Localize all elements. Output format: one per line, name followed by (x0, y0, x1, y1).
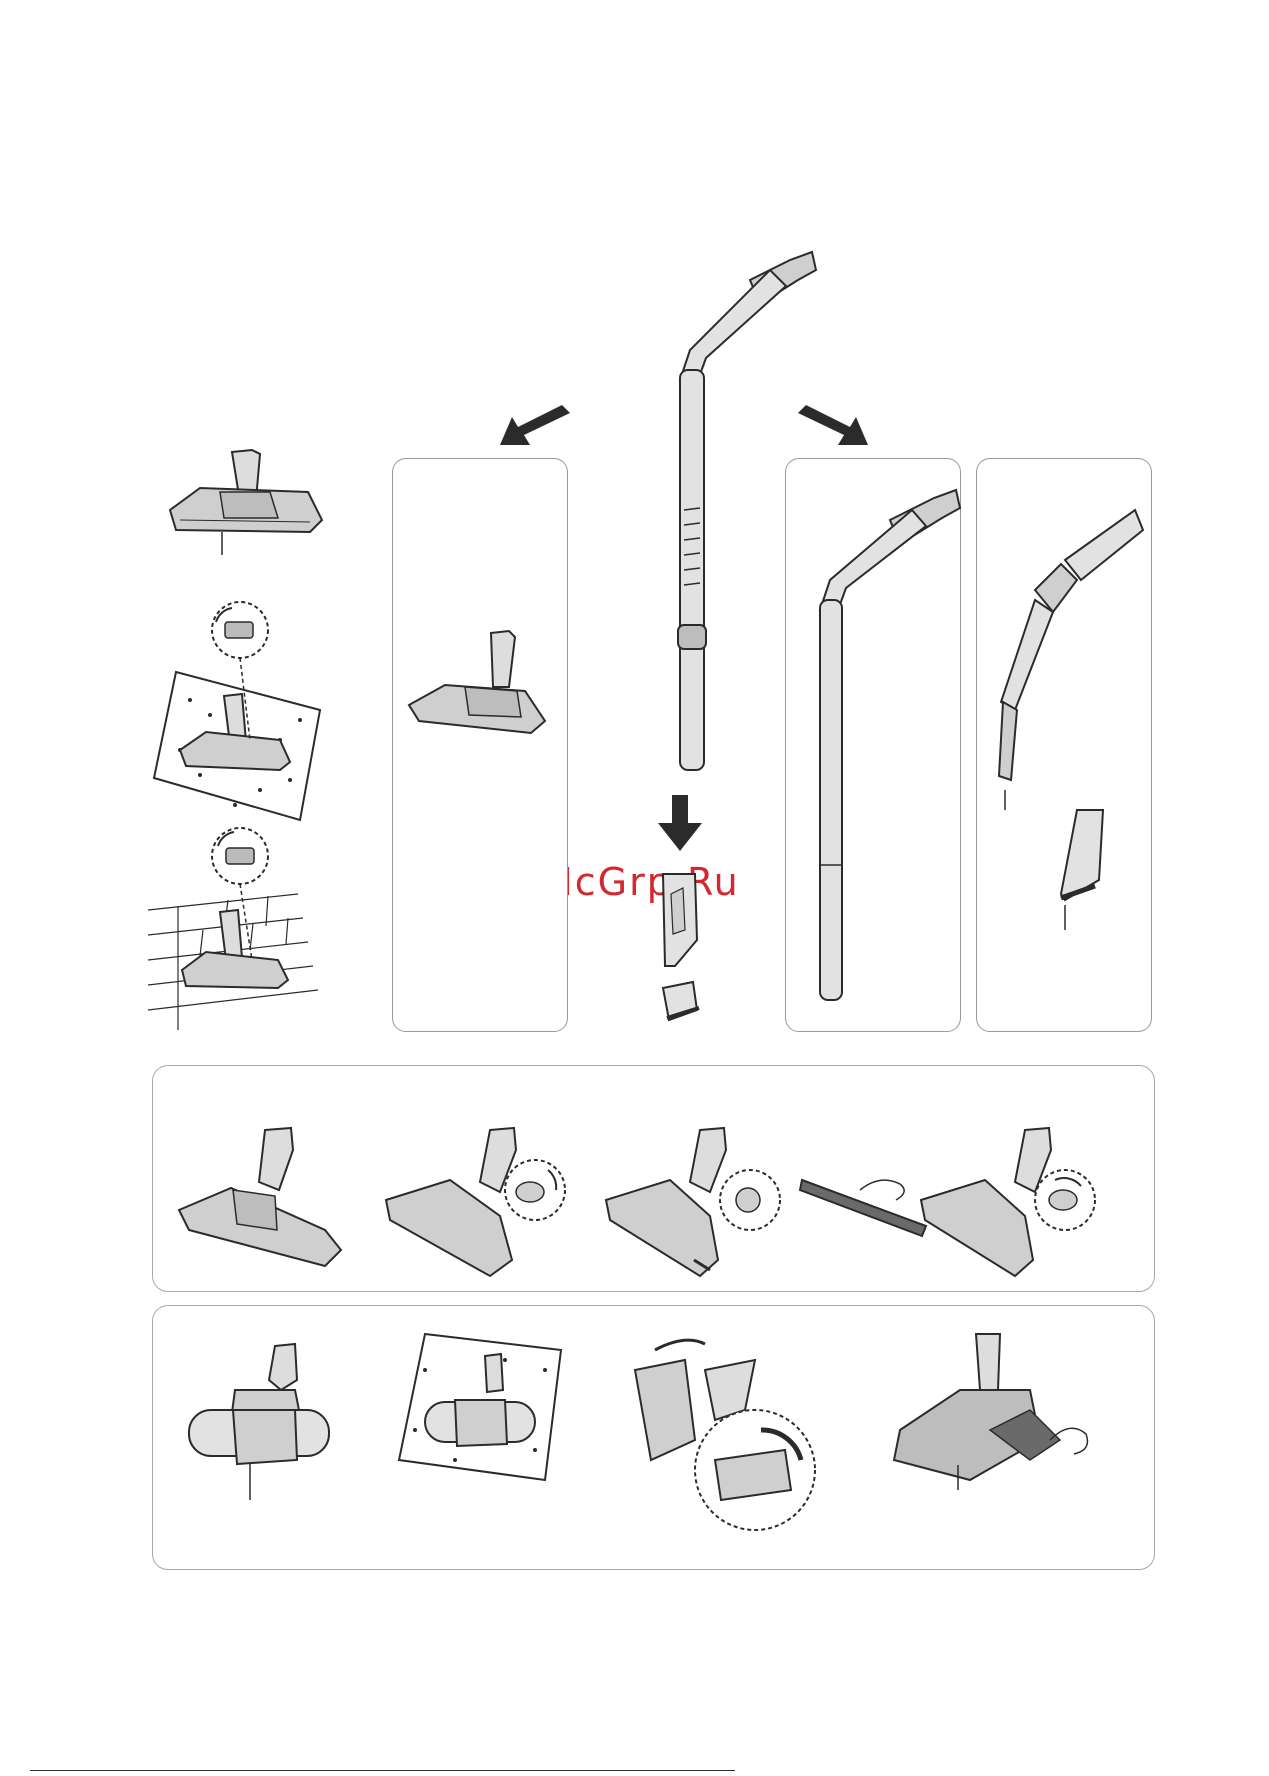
pipe-detail-icon (800, 480, 970, 1020)
turbo-brush-step-3-icon (600, 1120, 790, 1290)
turbo-brush-step-2-icon (380, 1120, 580, 1290)
mini-turbo-step-2-icon (395, 1330, 565, 1500)
turbo-brush-step-4-icon (915, 1120, 1105, 1290)
floor-nozzle-icon (160, 440, 340, 570)
mini-turbo-step-1-icon (185, 1340, 335, 1500)
down-arrow-icon (655, 795, 705, 855)
arrow-left-down-icon (500, 405, 580, 455)
footer-rule (30, 1770, 735, 1771)
dusting-brush-icon (985, 500, 1150, 970)
mini-turbo-step-4-icon (880, 1330, 1100, 1510)
turbo-brush-step-1-icon (175, 1120, 345, 1280)
crevice-tool-icon (655, 870, 715, 1030)
floor-nozzle-large-icon (405, 625, 555, 755)
carpet-mode-icon (150, 600, 330, 830)
hard-floor-mode-icon (148, 820, 328, 1035)
mini-turbo-step-3-icon (615, 1330, 825, 1540)
